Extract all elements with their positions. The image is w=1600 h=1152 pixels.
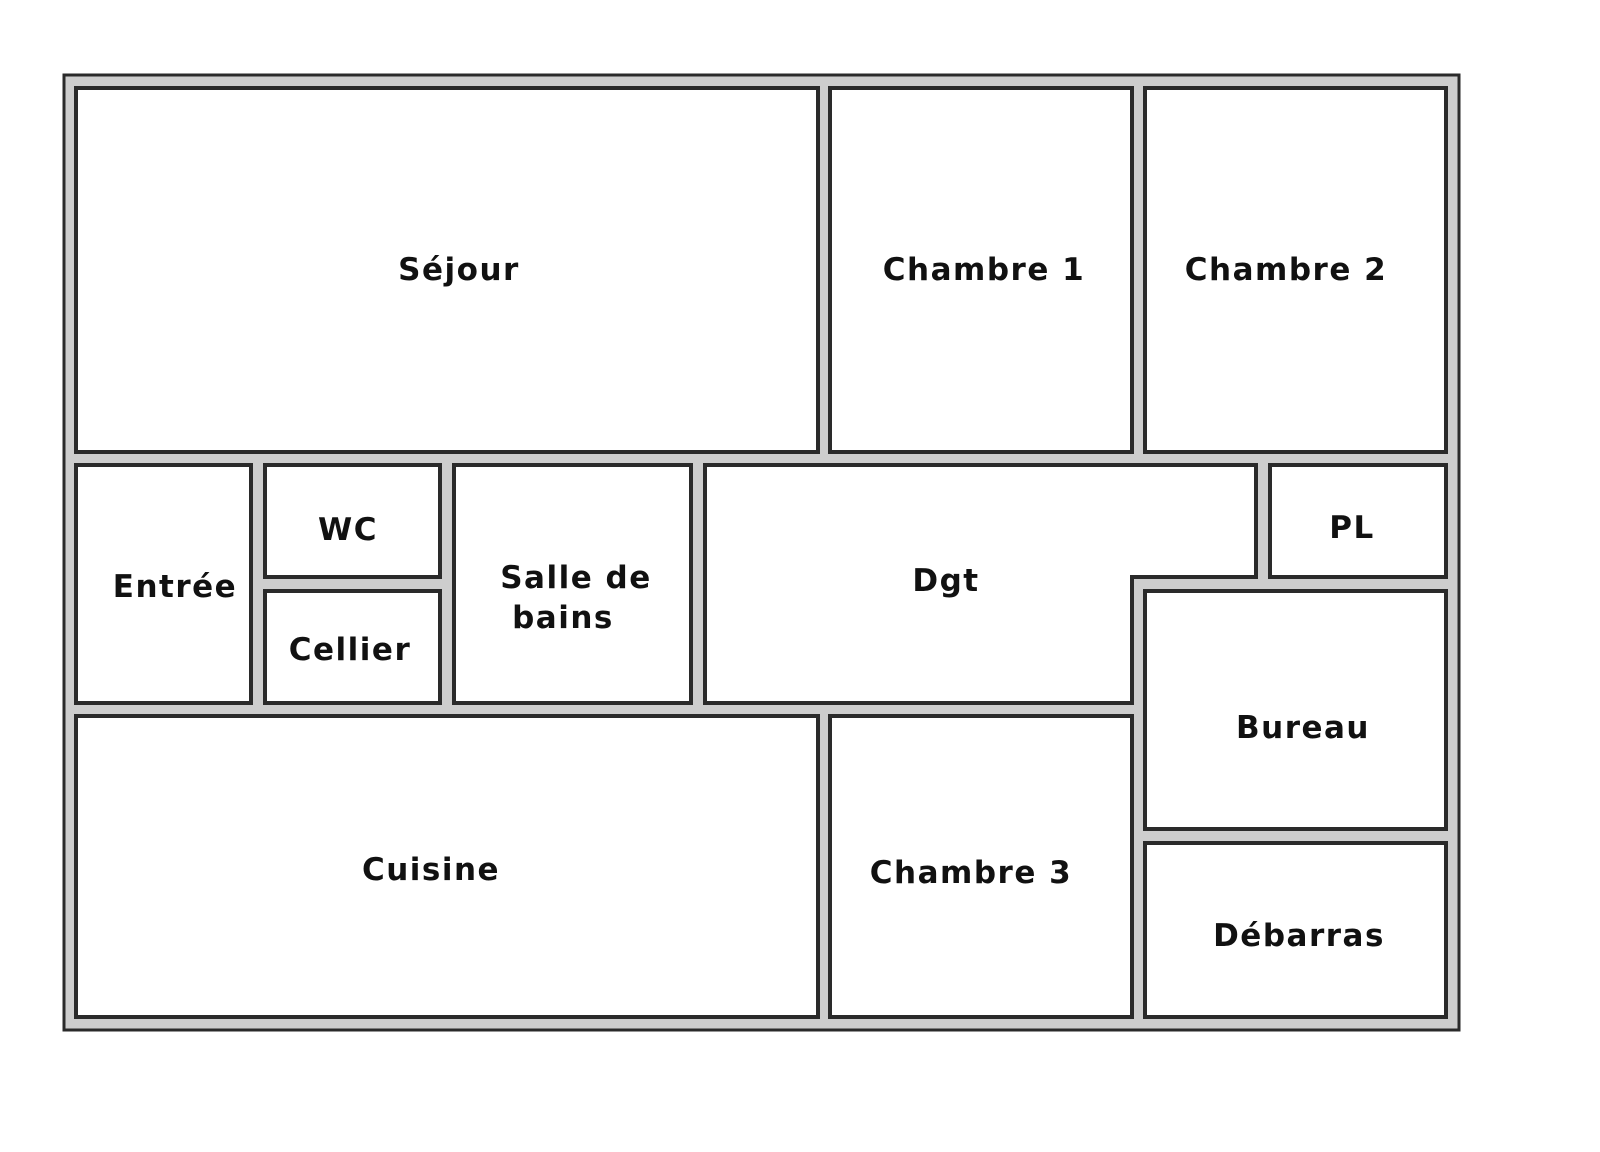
room-chambre-2 <box>1143 86 1448 454</box>
room-entree <box>74 463 253 705</box>
label-chambre-1: Chambre 1 <box>883 252 1085 288</box>
room-debarras <box>1143 841 1448 1019</box>
room-salle-de-bains <box>452 463 693 705</box>
room-chambre-3 <box>828 714 1134 1019</box>
label-chambre-3: Chambre 3 <box>870 855 1072 891</box>
room-cellier <box>263 589 442 705</box>
label-cuisine: Cuisine <box>362 852 500 888</box>
room-dgt <box>703 463 1258 705</box>
label-debarras: Débarras <box>1213 918 1385 954</box>
room-wc <box>263 463 442 579</box>
room-cuisine <box>74 714 820 1019</box>
label-cellier: Cellier <box>289 632 411 668</box>
label-entree: Entrée <box>113 569 237 605</box>
label-pl: PL <box>1329 510 1374 546</box>
room-pl <box>1268 463 1448 579</box>
label-salle-de-bains-line2: bains <box>512 600 614 636</box>
label-sejour: Séjour <box>398 252 520 288</box>
label-dgt: Dgt <box>912 563 979 599</box>
room-chambre-1 <box>828 86 1134 454</box>
label-chambre-2: Chambre 2 <box>1185 252 1387 288</box>
room-bureau <box>1143 589 1448 831</box>
label-bureau: Bureau <box>1236 710 1370 746</box>
label-salle-de-bains-line1: Salle de <box>500 560 652 596</box>
room-sejour <box>74 86 820 454</box>
label-wc: WC <box>318 512 378 548</box>
